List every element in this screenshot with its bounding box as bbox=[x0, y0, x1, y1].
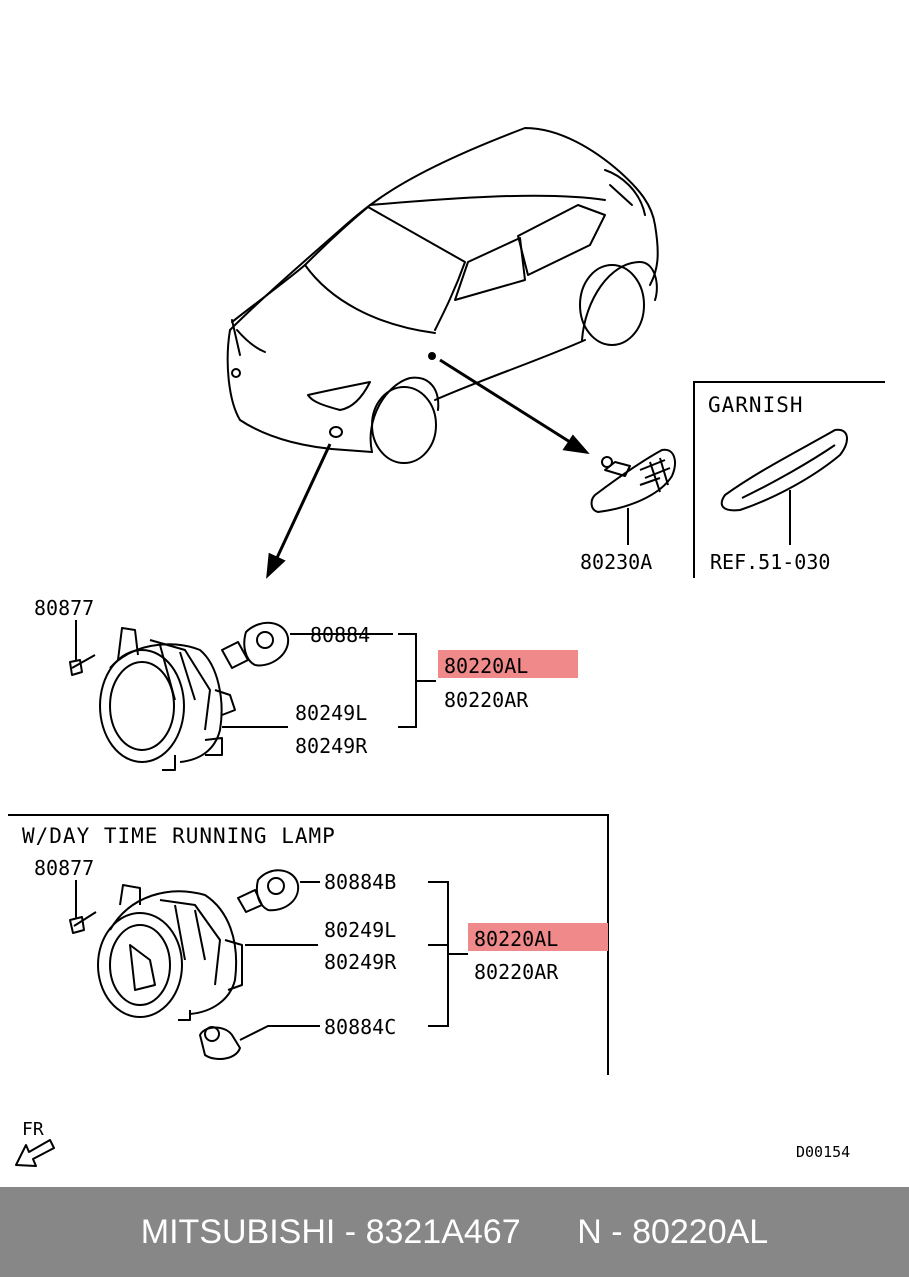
front-arrow-icon bbox=[15, 1139, 55, 1167]
leader-lines-drl bbox=[239, 881, 468, 1041]
footer-bar: MITSUBISHI - 8321A467 N - 80220AL bbox=[0, 1187, 909, 1277]
label-drl-bracket-l: 80249L bbox=[324, 918, 396, 942]
garnish-title: GARNISH bbox=[708, 393, 804, 417]
label-garnish-ref: REF.51-030 bbox=[710, 550, 830, 574]
label-drl-bulb-b: 80884B bbox=[324, 870, 396, 894]
highlight-drl-lamp bbox=[468, 923, 608, 951]
label-drl-lamp-l: 80220AL bbox=[474, 927, 558, 951]
label-top-bracket-l: 80249L bbox=[295, 701, 367, 725]
drl-title: W/DAY TIME RUNNING LAMP bbox=[22, 824, 336, 848]
pointer-arrows bbox=[266, 358, 590, 579]
label-top-lamp-l: 80220AL bbox=[444, 654, 528, 678]
footer-brand-text: MITSUBISHI - 8321A467 bbox=[140, 1212, 521, 1251]
label-top-screw: 80877 bbox=[34, 596, 94, 620]
label-drl-bulb-c: 80884C bbox=[324, 1015, 396, 1039]
front-marker-label: FR bbox=[22, 1119, 44, 1140]
leader-lines-top bbox=[222, 633, 436, 728]
footer-part-text: N - 80220AL bbox=[577, 1212, 769, 1251]
garnish-box bbox=[693, 381, 885, 578]
diagram-code: D00154 bbox=[796, 1143, 850, 1161]
side-turn-lamp bbox=[590, 448, 676, 545]
label-drl-screw: 80877 bbox=[34, 856, 94, 880]
fog-lamp-drl bbox=[69, 869, 300, 1061]
label-top-bulb: 80884 bbox=[310, 623, 370, 647]
label-top-bracket-r: 80249R bbox=[295, 734, 368, 758]
fog-lamp-top bbox=[69, 620, 290, 771]
highlight-top-lamp bbox=[438, 650, 578, 678]
label-drl-bracket-r: 80249R bbox=[324, 950, 397, 974]
label-top-lamp-r: 80220AR bbox=[444, 688, 529, 712]
label-side-lamp: 80230A bbox=[580, 550, 652, 574]
label-drl-lamp-r: 80220AR bbox=[474, 960, 559, 984]
footer-spacer bbox=[521, 1213, 578, 1252]
car-illustration bbox=[226, 127, 659, 464]
parts-diagram: 80230A GARNISH REF.51-030 80877 80884 bbox=[8, 127, 885, 1167]
drl-section-box bbox=[8, 814, 609, 1075]
